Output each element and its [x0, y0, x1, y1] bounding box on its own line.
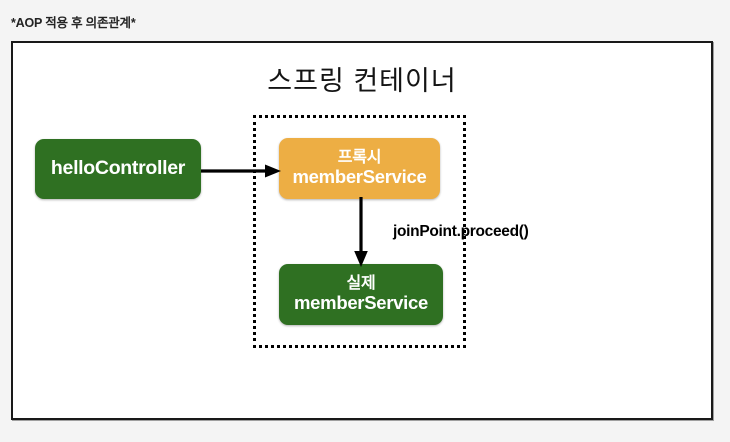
joinpoint-proceed-label: joinPoint.proceed()	[393, 223, 529, 240]
node-proxy-member-service-line1: 프록시	[337, 149, 382, 167]
slide-frame: 스프링 컨테이너 helloController 프록시 memberServi…	[11, 41, 713, 420]
node-proxy-member-service[interactable]: 프록시 memberService	[279, 138, 440, 199]
node-proxy-member-service-line2: memberService	[292, 166, 427, 188]
node-real-member-service-line1: 실제	[346, 275, 376, 293]
node-hello-controller[interactable]: helloController	[35, 139, 201, 199]
arrow-hello-controller-to-proxy-icon	[201, 164, 281, 178]
page-caption: *AOP 적용 후 의존관계*	[11, 16, 136, 30]
node-real-member-service-line2: memberService	[294, 292, 428, 314]
node-real-member-service[interactable]: 실제 memberService	[279, 264, 443, 325]
page-title: 스프링 컨테이너	[267, 66, 457, 96]
spring-container-region	[253, 115, 466, 348]
node-hello-controller-label: helloController	[50, 157, 186, 180]
arrow-proxy-to-real-service-icon	[354, 197, 368, 267]
